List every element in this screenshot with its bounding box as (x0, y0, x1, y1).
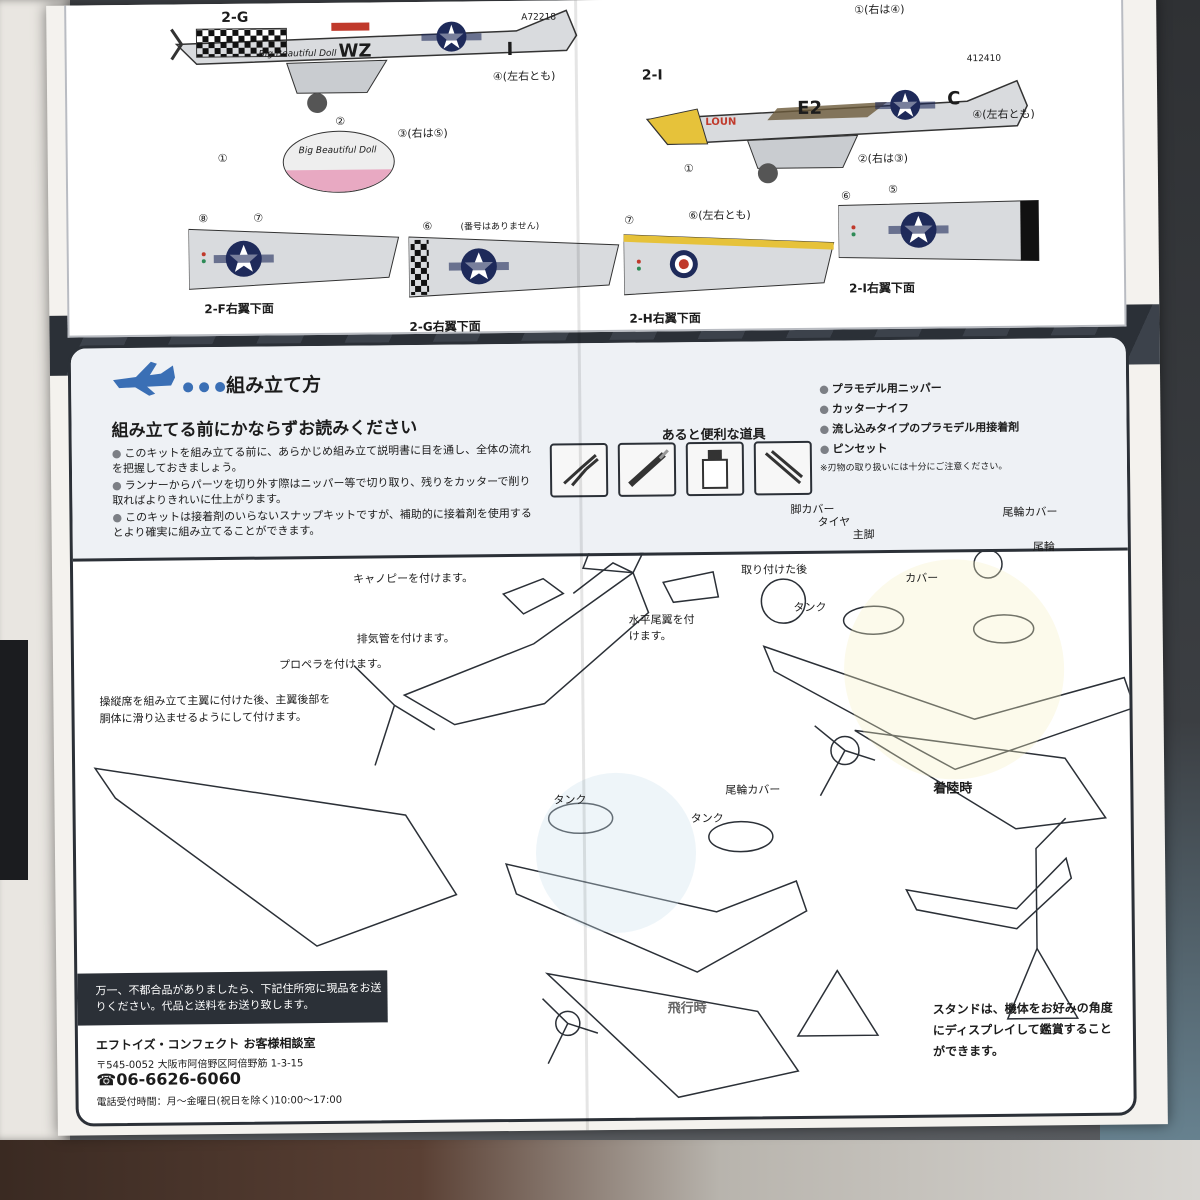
callout-w6g: ⑥ (422, 219, 433, 233)
assembly-diagram (93, 547, 1134, 1099)
label-attached-after: 取り付けた後 (740, 562, 808, 577)
callout-w7h: ⑦ (624, 213, 635, 227)
label-cover: カバー (905, 571, 939, 585)
letter-2i: C (947, 88, 961, 110)
tool-item-2: ●カッターナイフ (819, 401, 910, 416)
stand-note: スタンドは、機体をお好みの角度にディスプレイして鑑賞することができます。 (932, 1000, 1113, 1059)
zoom-nose-text: Big Beautiful Doll (298, 145, 377, 157)
nipper-icon (549, 442, 609, 498)
tools-title: あると便利な道具 (661, 427, 766, 444)
step-propeller: プロペラを付けます。 (278, 657, 388, 672)
callout-g2: ② (335, 114, 346, 128)
fuselage-code-2i: E2 (797, 97, 823, 119)
callout-i2: ②(右は③) (857, 151, 909, 166)
step-exhaust: 排気管を付けます。 (356, 631, 455, 646)
label-tire: タイヤ (817, 515, 851, 529)
aircraft-2i-illustration (645, 79, 1029, 184)
note-1: ●このキットを組み立てる前に、あらかじめ組み立て説明書に目を通し、全体の流れを把… (111, 442, 532, 476)
zoom-pink-area (283, 169, 395, 193)
wing-caption-2i: 2-I右翼下面 (849, 280, 915, 296)
wing-2h-illustration (623, 234, 835, 296)
section-title: 組み立て方 (225, 373, 322, 397)
letter-2g: I (506, 38, 514, 61)
wing-caption-2g: 2-G右翼下面 (409, 319, 481, 335)
tweezers-icon (753, 440, 813, 496)
callout-w6h: ⑥(左右とも) (688, 208, 751, 223)
contact-notice: 万一、不都合品がありましたら、下記住所宛に現品をお送りください。代品と送料をお送… (77, 970, 388, 1026)
callout-i1: ① (683, 162, 694, 176)
callout-w7: ⑦ (253, 211, 264, 225)
label-tank-top: タンク (793, 600, 827, 615)
callout-g1: ① (217, 151, 228, 166)
nose-art-2i: LOUN (705, 116, 737, 128)
instructions-header: 組み立て方 組み立てる前にかならずお読みください ●このキットを組み立てる前に、… (70, 337, 1128, 562)
callout-w5i: ⑤ (888, 182, 899, 197)
wing-caption-2f: 2-F右翼下面 (204, 301, 274, 317)
label-tail-cover-bottom: 尾輪カバー (725, 783, 781, 797)
cutter-knife-icon (617, 442, 677, 497)
instruction-leaflet: 2-G WZ I A72218 Big Beautiful Doll ① ③(右… (46, 0, 1168, 1136)
label-flying: 飛行時 (667, 1000, 707, 1017)
tool-caution: ※刃物の取り扱いには十分にご注意ください。 (819, 461, 1008, 474)
note-3: ●このキットは接着剤のいらないスナップキットですが、補助的に接着剤を使用するとよ… (112, 506, 532, 540)
label-tail-cover-top: 尾輪カバー (1002, 505, 1058, 519)
callout-topright: ①(右は④) (854, 2, 905, 17)
tool-item-3: ●流し込みタイプのプラモデル用接着剤 (819, 420, 1020, 436)
read-first-heading: 組み立てる前にかならずお読みください (111, 417, 418, 442)
label-tank-bottom-right: タンク (690, 811, 724, 826)
note-2: ●ランナーからパーツを切り外す際はニッパー等で切り取り、残りをカッターで削り取れ… (112, 474, 531, 508)
callout-i4: ④(左右とも) (972, 107, 1035, 122)
wing-2g-illustration (408, 236, 620, 298)
callout-w8: ⑧ (198, 212, 209, 226)
callout-w6i: ⑥ (841, 189, 852, 203)
tail-code-2g: A72218 (521, 12, 557, 23)
tail-code-2i: 412410 (966, 53, 1002, 65)
callout-w6g-note: (番号はありません) (460, 221, 540, 233)
tool-item-4: ●ピンセット (819, 442, 888, 456)
callout-g4: ④(左右とも) (492, 69, 556, 84)
glue-bottle-icon (685, 441, 745, 497)
plane-icon (113, 361, 176, 396)
wing-2f-illustration (188, 228, 400, 290)
fuselage-code-2g: WZ (338, 40, 372, 62)
wing-caption-2h: 2-H右翼下面 (629, 311, 701, 326)
tool-item-1: ●プラモデル用ニッパー (819, 381, 942, 396)
step-cockpit: 操縦席を組み立て主翼に付けた後、主翼後部を胴体に滑り込ませるようにして付けます。 (99, 692, 331, 726)
label-landing: 着陸時 (933, 781, 973, 797)
contact-phone: ☎06-6626-6060 (96, 1068, 242, 1090)
table-edge (0, 1140, 1200, 1200)
label-tail-wheel: 尾輪 (1032, 540, 1055, 554)
step-h-stab: 水平尾翼を付けます。 (628, 613, 695, 643)
label-main-gear: 主脚 (852, 528, 875, 542)
contact-company: エフトイズ・コンフェクト お客様相談室 (95, 1036, 316, 1053)
contact-hours: 電話受付時間：月～金曜日(祝日を除く)10:00～17:00 (96, 1094, 343, 1109)
nose-art-2g: Big Beautiful Doll (258, 48, 337, 60)
step-canopy: キャノピーを付けます。 (353, 571, 474, 586)
title-dots (183, 377, 231, 397)
assembly-instructions-panel: 組み立て方 組み立てる前にかならずお読みください ●このキットを組み立てる前に、… (67, 334, 1137, 1127)
nose-art-zoom: Big Beautiful Doll (282, 130, 396, 194)
left-shadow (0, 640, 28, 880)
callout-g3: ③(右は⑤) (397, 126, 448, 141)
aircraft-2g-illustration (170, 9, 578, 114)
wing-2i-illustration (838, 199, 1040, 261)
decal-placement-panel: 2-G WZ I A72218 Big Beautiful Doll ① ③(右… (64, 0, 1127, 338)
